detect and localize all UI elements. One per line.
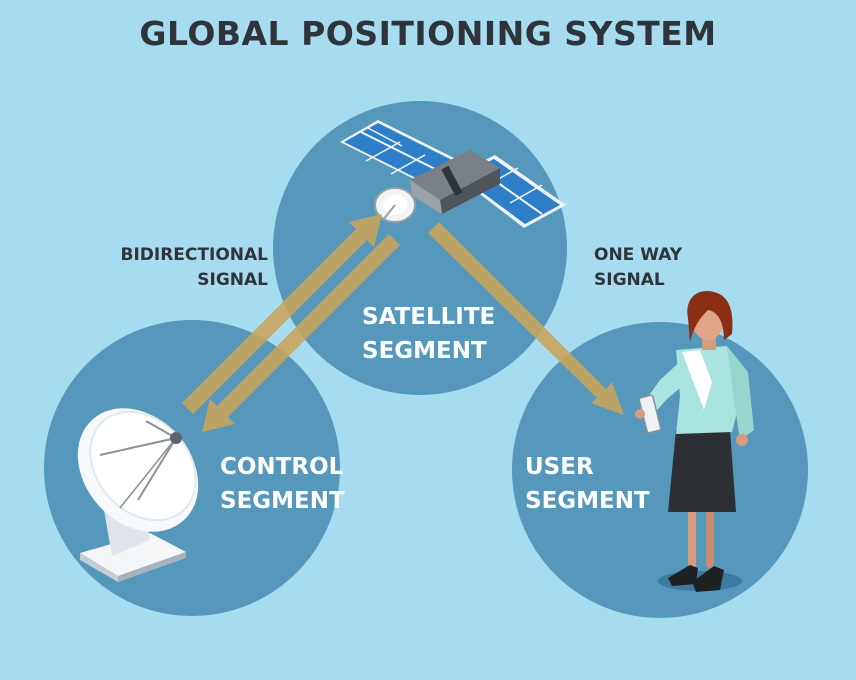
satellite-segment-label-line1: SATELLITE [362, 304, 496, 330]
user-segment-label-line1: USER [525, 454, 594, 480]
satellite-segment-label: SATELLITE SEGMENT [362, 300, 495, 368]
control-segment-label-line2: SEGMENT [220, 488, 345, 514]
bidirectional-signal-label-line1: BIDIRECTIONAL [120, 245, 269, 265]
satellite-segment-label-line2: SEGMENT [362, 338, 487, 364]
bidirectional-signal-label-line2: SIGNAL [197, 270, 268, 290]
person-with-phone-icon [635, 291, 754, 592]
user-segment-label: USER SEGMENT [525, 450, 650, 518]
bidirectional-signal-arrows [182, 214, 400, 432]
control-segment-label-line1: CONTROL [220, 454, 344, 480]
diagram-title: GLOBAL POSITIONING SYSTEM [139, 14, 717, 53]
satellite-dish-icon [77, 408, 199, 582]
one-way-signal-label: ONE WAY SIGNAL [594, 243, 714, 293]
bidirectional-signal-label: BIDIRECTIONAL SIGNAL [110, 243, 269, 293]
satellite-icon [340, 120, 566, 228]
downlink-arrow [202, 234, 400, 432]
one-way-signal-label-line2: SIGNAL [594, 270, 665, 290]
one-way-signal-label-line1: ONE WAY [594, 245, 683, 265]
user-segment-label-line2: SEGMENT [525, 488, 650, 514]
one-way-signal-arrow [428, 222, 624, 415]
uplink-arrow [182, 214, 382, 414]
control-segment-label: CONTROL SEGMENT [220, 450, 345, 518]
